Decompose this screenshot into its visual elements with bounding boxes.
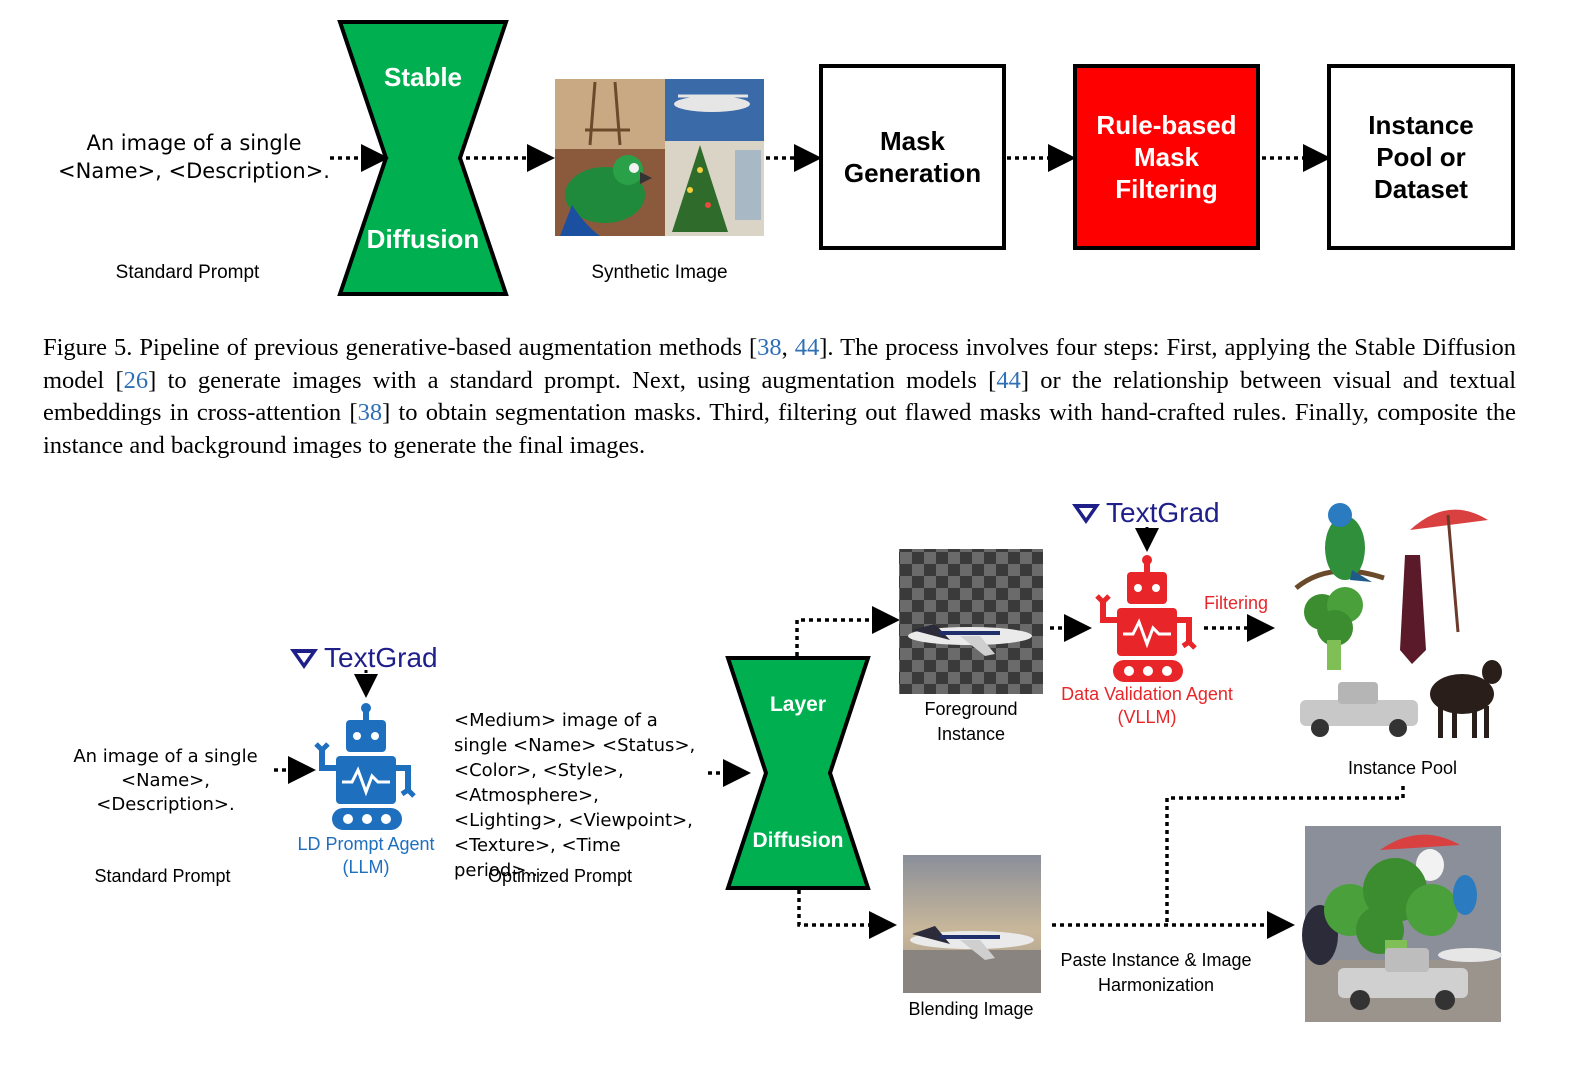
textgrad-icon bbox=[1072, 504, 1100, 524]
instance-pool-dataset-box: Instance Pool or Dataset bbox=[1327, 64, 1515, 250]
synthetic-image bbox=[555, 79, 764, 236]
final-composite-image bbox=[1302, 826, 1502, 1022]
ld-agent-sub: (LLM) bbox=[342, 857, 390, 877]
rule-based-filter-box: Rule-based Mask Filtering bbox=[1073, 64, 1260, 250]
foreground-instance-image bbox=[899, 549, 1043, 694]
paste-harmonization-label: Paste Instance & Image Harmonization bbox=[1060, 950, 1252, 995]
caption-ref-26[interactable]: 26 bbox=[123, 366, 149, 394]
foreground-instance-label: Foreground Instance bbox=[924, 699, 1018, 744]
optimized-prompt-text: <Medium> image of a single <Name> <Statu… bbox=[454, 710, 696, 881]
textgrad-label-left: TextGrad bbox=[324, 642, 438, 673]
caption-ref-38b[interactable]: 38 bbox=[357, 399, 383, 426]
textgrad-icon bbox=[290, 649, 318, 669]
caption-text-4: ] or the relationship between visual and… bbox=[43, 366, 1517, 427]
validation-agent-name: Data Validation Agent bbox=[1061, 684, 1233, 704]
sd-label-stable: Stable bbox=[383, 62, 463, 92]
textgrad-logo-left: TextGrad bbox=[290, 642, 438, 674]
instance-pool-dataset-label: Instance Pool or Dataset bbox=[1368, 110, 1474, 204]
caption-sep: , bbox=[781, 334, 795, 361]
mask-generation-box: Mask Generation bbox=[819, 64, 1006, 250]
blending-image-label: Blending Image bbox=[908, 999, 1034, 1019]
validation-agent-label: Data Validation Agent (VLLM) bbox=[1046, 683, 1248, 729]
ld-label-layer: Layer bbox=[769, 693, 827, 716]
sd-label-diffusion: Diffusion bbox=[366, 224, 480, 254]
figure-caption: Figure 5. Pipeline of previous generativ… bbox=[43, 332, 1516, 462]
arrow-ld-to-foreground bbox=[795, 606, 900, 656]
validation-agent-sub: (VLLM) bbox=[1117, 707, 1177, 727]
top-standard-prompt-text: An image of a single <Name>, <Descriptio… bbox=[58, 131, 330, 183]
ld-agent-name: LD Prompt Agent bbox=[297, 834, 435, 854]
mask-generation-label: Mask Generation bbox=[843, 126, 982, 188]
arrow-ld-to-blending bbox=[797, 890, 897, 939]
textgrad-label-right: TextGrad bbox=[1106, 497, 1220, 528]
caption-ref-44[interactable]: 44 bbox=[794, 334, 820, 361]
caption-text-3: ] to generate images with a standard pro… bbox=[148, 366, 997, 394]
synthetic-image-label: Synthetic Image bbox=[591, 262, 728, 283]
caption-text-1: Figure 5. Pipeline of previous generativ… bbox=[43, 334, 758, 361]
layer-diffusion-hourglass bbox=[725, 656, 871, 890]
caption-text-5: ] to obtain segmentation masks. Third, f… bbox=[43, 399, 1516, 459]
bottom-standard-prompt-label: Standard Prompt bbox=[94, 866, 231, 886]
validation-agent-robot-icon bbox=[1095, 555, 1197, 682]
textgrad-logo-right: TextGrad bbox=[1072, 497, 1220, 529]
rule-based-filter-label: Rule-based Mask Filtering bbox=[1096, 110, 1237, 204]
blending-image bbox=[903, 855, 1041, 993]
top-standard-prompt-label: Standard Prompt bbox=[115, 262, 260, 283]
instance-pool-label: Instance Pool bbox=[1347, 758, 1458, 778]
arrow-pool-to-paste bbox=[1165, 786, 1405, 924]
bottom-standard-prompt-text: An image of a single <Name>, <Descriptio… bbox=[73, 746, 258, 815]
ld-agent-label: LD Prompt Agent (LLM) bbox=[288, 833, 444, 879]
caption-ref-38[interactable]: 38 bbox=[757, 334, 782, 361]
instance-pool-objects bbox=[1294, 503, 1502, 738]
ld-label-diffusion: Diffusion bbox=[752, 829, 844, 852]
ld-prompt-agent-robot-icon bbox=[314, 703, 416, 830]
caption-ref-44b[interactable]: 44 bbox=[996, 366, 1021, 394]
filtering-label: Filtering bbox=[1203, 593, 1269, 613]
optimized-prompt-label: Optimized Prompt bbox=[487, 866, 633, 886]
caption-text-2: ]. The process involves four steps: Firs… bbox=[43, 334, 1516, 394]
